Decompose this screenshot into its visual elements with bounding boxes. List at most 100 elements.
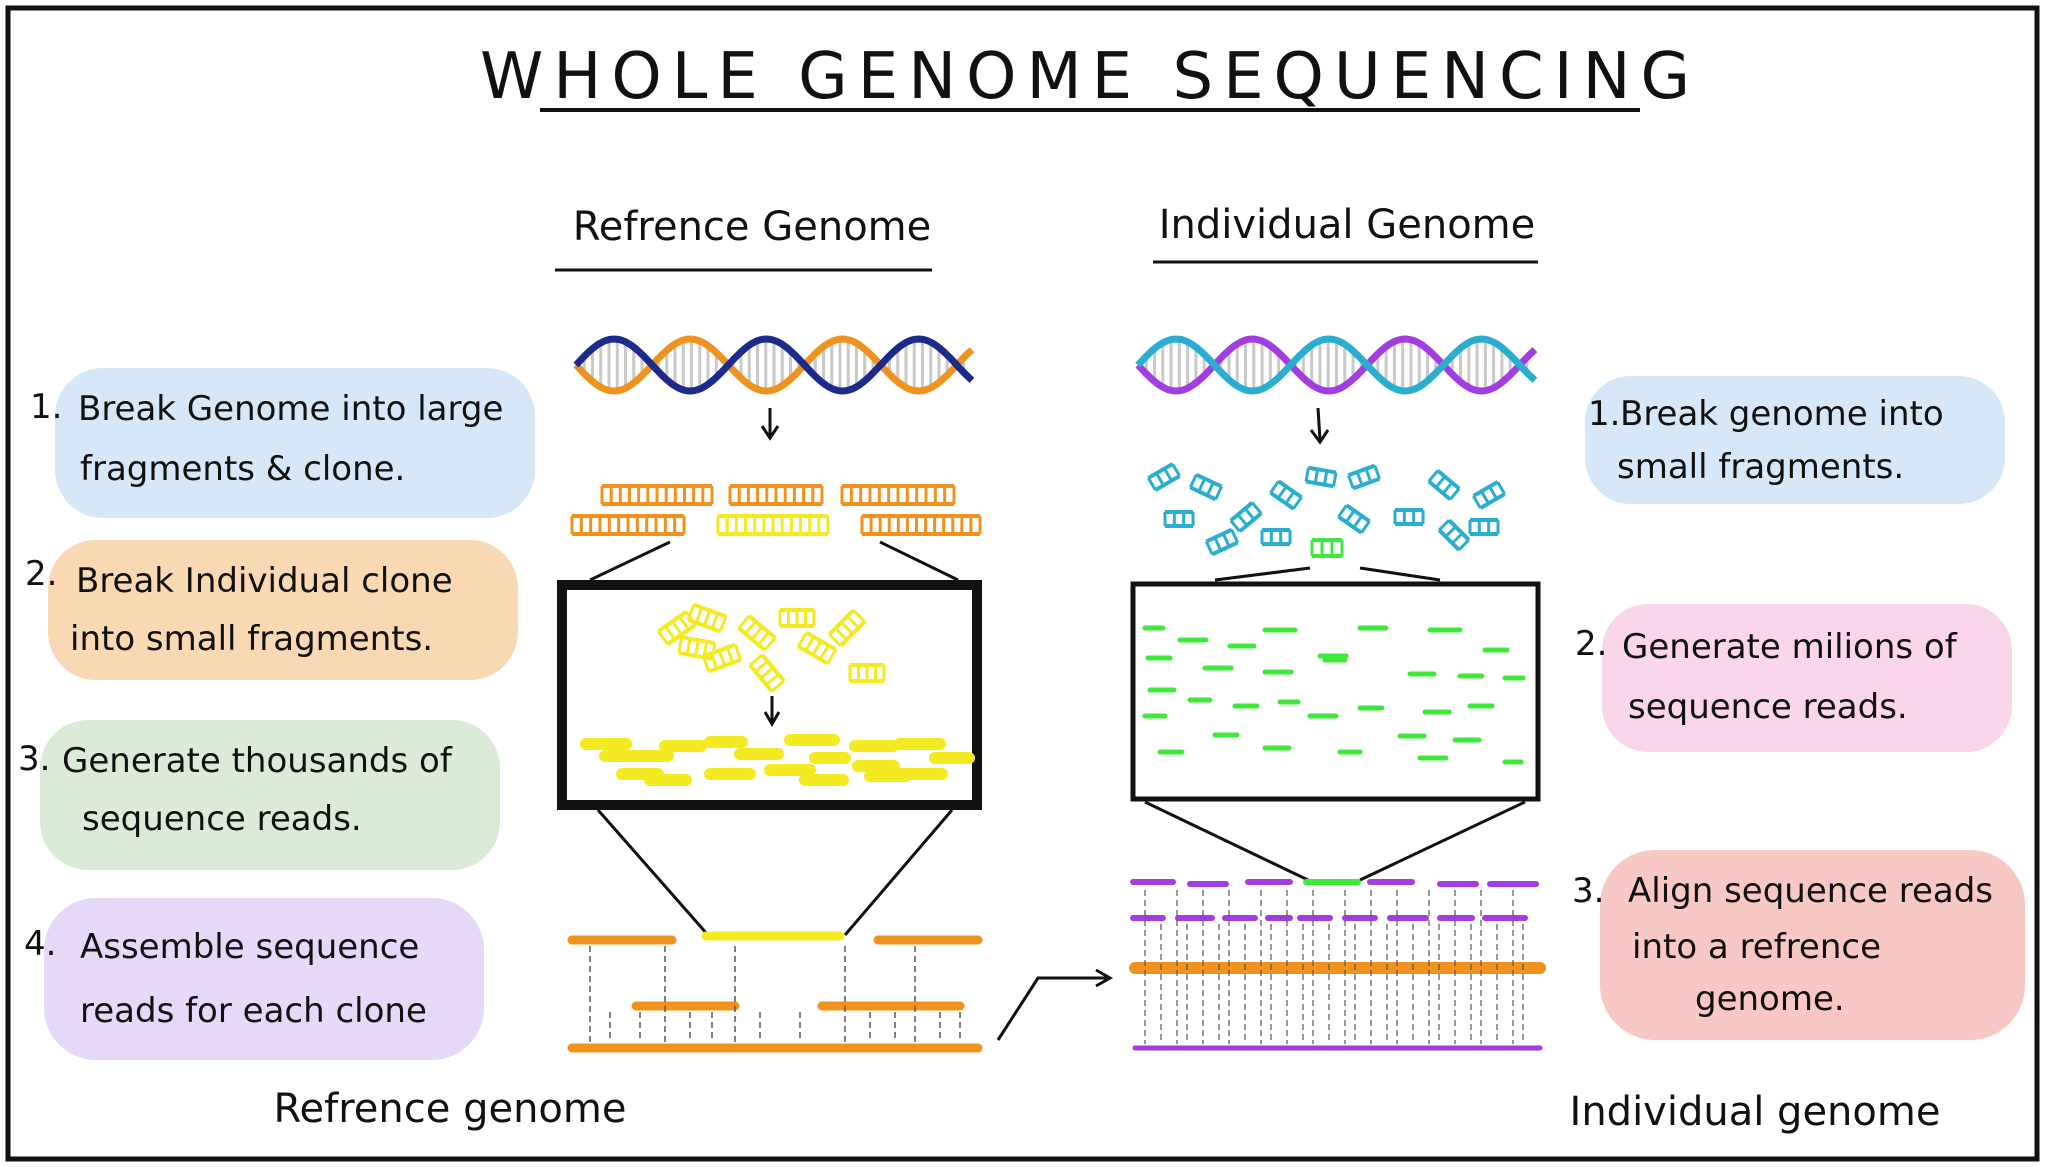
ladder-rung (671, 620, 683, 636)
left-step-1-number: 1. (30, 387, 62, 427)
reference-sequence-reads (580, 734, 975, 786)
small-fragment (778, 608, 816, 628)
reference-assembly (567, 931, 983, 1053)
ladder-rung (744, 620, 757, 635)
ladder-rung (1322, 470, 1329, 485)
ladder-rung (819, 644, 830, 660)
individual-small-fragments (1147, 462, 1506, 558)
small-fragment (1472, 480, 1506, 510)
zoom-line-left-top-a (589, 540, 671, 582)
outer-frame (5, 5, 2040, 1162)
ladder-rung (1147, 477, 1157, 491)
left-step-2: 2. Break Individual clone into small fra… (25, 540, 518, 680)
ladder-rail (1447, 518, 1471, 542)
left-step-4: 4. Assemble sequence reads for each clon… (24, 898, 484, 1060)
small-fragment (1204, 527, 1240, 557)
ladder-rung (1304, 467, 1310, 482)
ladder-rung (1355, 471, 1364, 486)
ladder-rung (1373, 465, 1381, 480)
ladder-rail (1269, 491, 1295, 511)
ladder-rung (804, 636, 815, 652)
ladder-rung (826, 648, 838, 665)
left-step-4-number: 4. (24, 924, 56, 964)
ladder-rung (657, 630, 669, 646)
ladder-rail (1347, 463, 1376, 478)
ladder-rung (664, 625, 676, 641)
individual-dna-strand-purple (1135, 335, 1538, 395)
ladder-rung (1488, 485, 1498, 500)
left-step-1-line1: Break Genome into large (78, 389, 503, 429)
ladder-rung (1213, 536, 1223, 551)
ladder-rail (1229, 501, 1254, 523)
zoom-line-right-bottom-a (1144, 800, 1309, 882)
ladder-rung (718, 615, 728, 632)
right-step-3-box (1600, 850, 2025, 1040)
left-step-3: 3. Generate thousands of sequence reads. (18, 720, 500, 870)
small-fragment (677, 635, 717, 661)
small-fragment (686, 602, 728, 634)
ladder-rung (1457, 538, 1470, 551)
reference-large-fragments (570, 484, 982, 536)
ladder-rung (846, 615, 860, 629)
left-step-1: 1. Break Genome into large fragments & c… (30, 368, 535, 518)
ladder-rung (686, 604, 696, 621)
ladder-rung (1229, 519, 1241, 533)
zoom-line-left-bottom-b (843, 809, 954, 936)
individual-down-arrow (1309, 407, 1330, 445)
ladder-rung (710, 612, 720, 629)
ladder-rung (1163, 467, 1173, 482)
ladder-rail (1436, 469, 1461, 491)
ladder-rail (1472, 480, 1499, 498)
zoom-line-left-top-b (879, 540, 959, 582)
assembly-to-alignment-arrow (996, 968, 1114, 1041)
ladder-rung (1444, 525, 1457, 538)
ladder-rung (840, 621, 854, 635)
ladder-rail (1211, 540, 1239, 557)
ladder-rung (710, 642, 717, 660)
ladder-rung (1480, 490, 1490, 505)
ladder-rung (852, 609, 866, 623)
ladder-rail (1305, 479, 1334, 489)
right-step-2-box (1602, 604, 2012, 752)
ladder-rung (1284, 491, 1296, 505)
ladder-rung (1292, 496, 1303, 510)
ladder-rung (737, 614, 751, 630)
ladder-rail (1352, 476, 1381, 491)
ladder-rung (1230, 529, 1240, 544)
zoom-line-right-top-a (1214, 566, 1311, 582)
ladder-rung (1188, 474, 1198, 489)
left-step-3-line1: Generate thousands of (62, 741, 453, 781)
arrow-line (996, 976, 1108, 1041)
ladder-rung (1496, 481, 1506, 495)
ladder-rung (770, 679, 786, 693)
large-fragment (840, 484, 956, 506)
small-fragment (1163, 510, 1195, 528)
large-fragment (716, 514, 830, 536)
left-step-3-line2: sequence reads. (82, 799, 362, 839)
ladder-rung (1243, 507, 1256, 521)
ladder-rung (757, 631, 770, 646)
individual-genome-footer: Individual genome (1570, 1089, 1941, 1135)
left-step-3-number: 3. (18, 739, 50, 779)
ladder-rung (702, 641, 709, 658)
ladder-rung (1332, 472, 1338, 487)
right-step-3-line1: Align sequence reads (1628, 871, 1993, 911)
ladder-rung (759, 666, 775, 680)
ladder-rung (750, 625, 764, 641)
ladder-rung (1214, 485, 1224, 500)
left-step-4-box (44, 898, 484, 1060)
right-step-3-line2: into a refrence (1632, 927, 1881, 967)
large-fragment (860, 514, 982, 536)
large-fragment (728, 484, 824, 506)
reference-down-arrow-1 (760, 408, 780, 441)
small-fragment (1437, 518, 1471, 552)
ladder-rung (1352, 515, 1364, 529)
ladder-rung (811, 640, 823, 656)
zoom-line-right-bottom-b (1359, 800, 1526, 882)
individual-genome-header: Individual Genome (1159, 202, 1536, 248)
ladder-rung (1155, 472, 1165, 487)
ladder-rung (1204, 540, 1214, 555)
ladder-rung (694, 639, 700, 657)
reference-genome-header: Refrence Genome (573, 204, 932, 250)
